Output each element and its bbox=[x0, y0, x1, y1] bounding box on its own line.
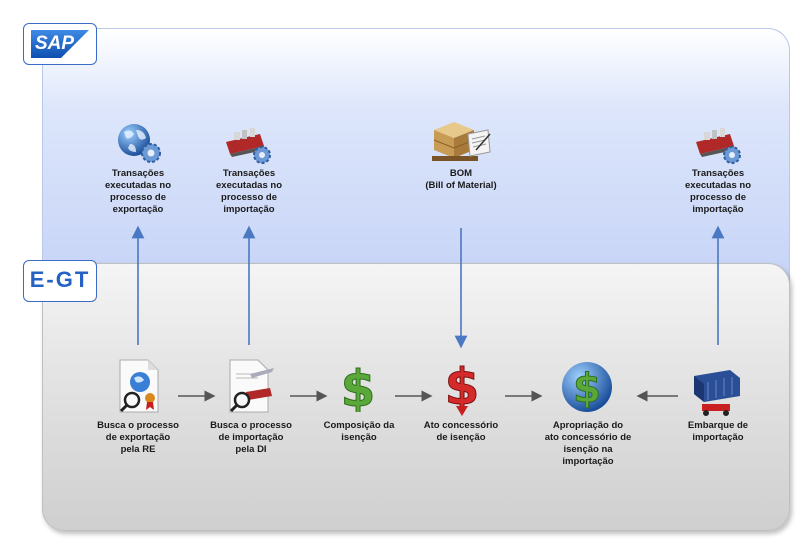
egt-label-composition: Composição da isenção bbox=[323, 420, 395, 443]
document-ship-search-icon bbox=[228, 358, 276, 419]
egt-panel bbox=[42, 263, 790, 531]
boxes-clipboard-icon bbox=[430, 112, 492, 169]
sap-logo: SAP bbox=[31, 30, 89, 58]
ship-gear-icon-2 bbox=[694, 122, 744, 171]
svg-text:$: $ bbox=[573, 366, 601, 412]
globe-gear-icon bbox=[116, 122, 164, 171]
document-globe-search-icon bbox=[118, 358, 162, 419]
sap-panel bbox=[42, 28, 790, 289]
egt-logo-text: E-GT bbox=[29, 267, 91, 292]
egt-label-act: Ato concessório de isenção bbox=[423, 420, 499, 443]
ship-gear-icon bbox=[224, 122, 274, 171]
container-crane-icon bbox=[690, 366, 742, 421]
egt-label-export-search: Busca o processo de exportação pela RE bbox=[97, 420, 179, 455]
sap-label-bom: BOM (Bill of Material) bbox=[425, 168, 497, 191]
sap-logo-text: SAP bbox=[35, 33, 75, 54]
red-dollar-icon: $ bbox=[442, 358, 482, 423]
egt-label-appropriation: Apropriação do ato concessório de isençã… bbox=[544, 420, 632, 467]
globe-dollar-icon: $ bbox=[560, 360, 614, 419]
sap-logo-box: SAP bbox=[23, 23, 97, 65]
sap-label-export: Transações executadas no processo de exp… bbox=[105, 168, 171, 215]
green-dollar-icon: $ bbox=[338, 360, 378, 419]
sap-label-import-2: Transações executadas no processo de imp… bbox=[685, 168, 751, 215]
egt-logo-box: E-GT bbox=[23, 260, 97, 302]
svg-text:$: $ bbox=[341, 362, 376, 412]
egt-label-import-search: Busca o processo de importação pela DI bbox=[210, 420, 292, 455]
egt-label-shipment: Embarque de importação bbox=[687, 420, 749, 443]
sap-label-import: Transações executadas no processo de imp… bbox=[216, 168, 282, 215]
